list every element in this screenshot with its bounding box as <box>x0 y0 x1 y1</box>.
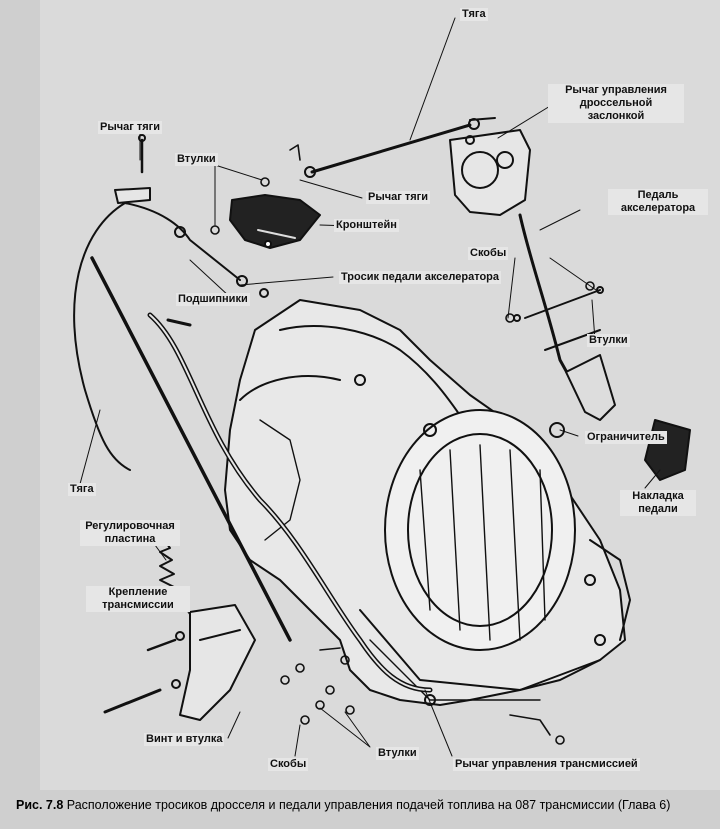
label-throttle-lever: Рычаг управления дроссельной заслонкой <box>548 84 684 123</box>
label-bushings-bottom: Втулки <box>376 747 419 760</box>
label-transmission-lever: Рычаг управления трансмиссией <box>453 758 640 771</box>
label-limiter: Ограничитель <box>585 431 667 444</box>
throttle-cable <box>73 202 131 471</box>
transmission-housing <box>224 299 631 706</box>
small-fasteners <box>210 144 595 745</box>
label-tyaga-left: Тяга <box>68 483 96 496</box>
figure-caption-text: Расположение тросиков дросселя и педали … <box>66 798 671 812</box>
label-tyaga-top: Тяга <box>460 8 488 21</box>
bracket <box>229 194 321 249</box>
label-transmission-mount: Крепление трансмиссии <box>86 586 190 612</box>
leader-lines <box>79 17 661 757</box>
label-bushings-top: Втулки <box>175 153 218 166</box>
label-pedal-cable: Тросик педали акселератора <box>339 271 502 284</box>
label-adjust-plate: Регулировочная пластина <box>80 520 180 546</box>
label-bracket: Кронштейн <box>334 219 399 232</box>
figure-caption: Рис. 7.8 Расположение тросиков дросселя … <box>16 798 670 812</box>
label-clips-right: Скобы <box>468 247 509 260</box>
transmission-mount <box>103 604 256 721</box>
label-rod-lever-mid: Рычаг тяги <box>366 191 431 204</box>
label-bearings: Подшипники <box>176 293 250 306</box>
label-clips-bottom: Скобы <box>268 758 309 771</box>
upper-rod <box>310 123 472 174</box>
figure-number: Рис. 7.8 <box>16 798 64 812</box>
label-rod-lever-top: Рычаг тяги <box>98 121 163 134</box>
label-pedal-pad: Накладка педали <box>620 490 696 516</box>
throttle-body <box>449 117 531 216</box>
label-accelerator-pedal: Педаль акселератора <box>608 189 708 215</box>
label-screw-and-bushing: Винт и втулка <box>144 733 225 746</box>
label-bushings-right: Втулки <box>587 334 630 347</box>
lower-rod <box>90 256 292 642</box>
rod-lever <box>114 134 151 204</box>
